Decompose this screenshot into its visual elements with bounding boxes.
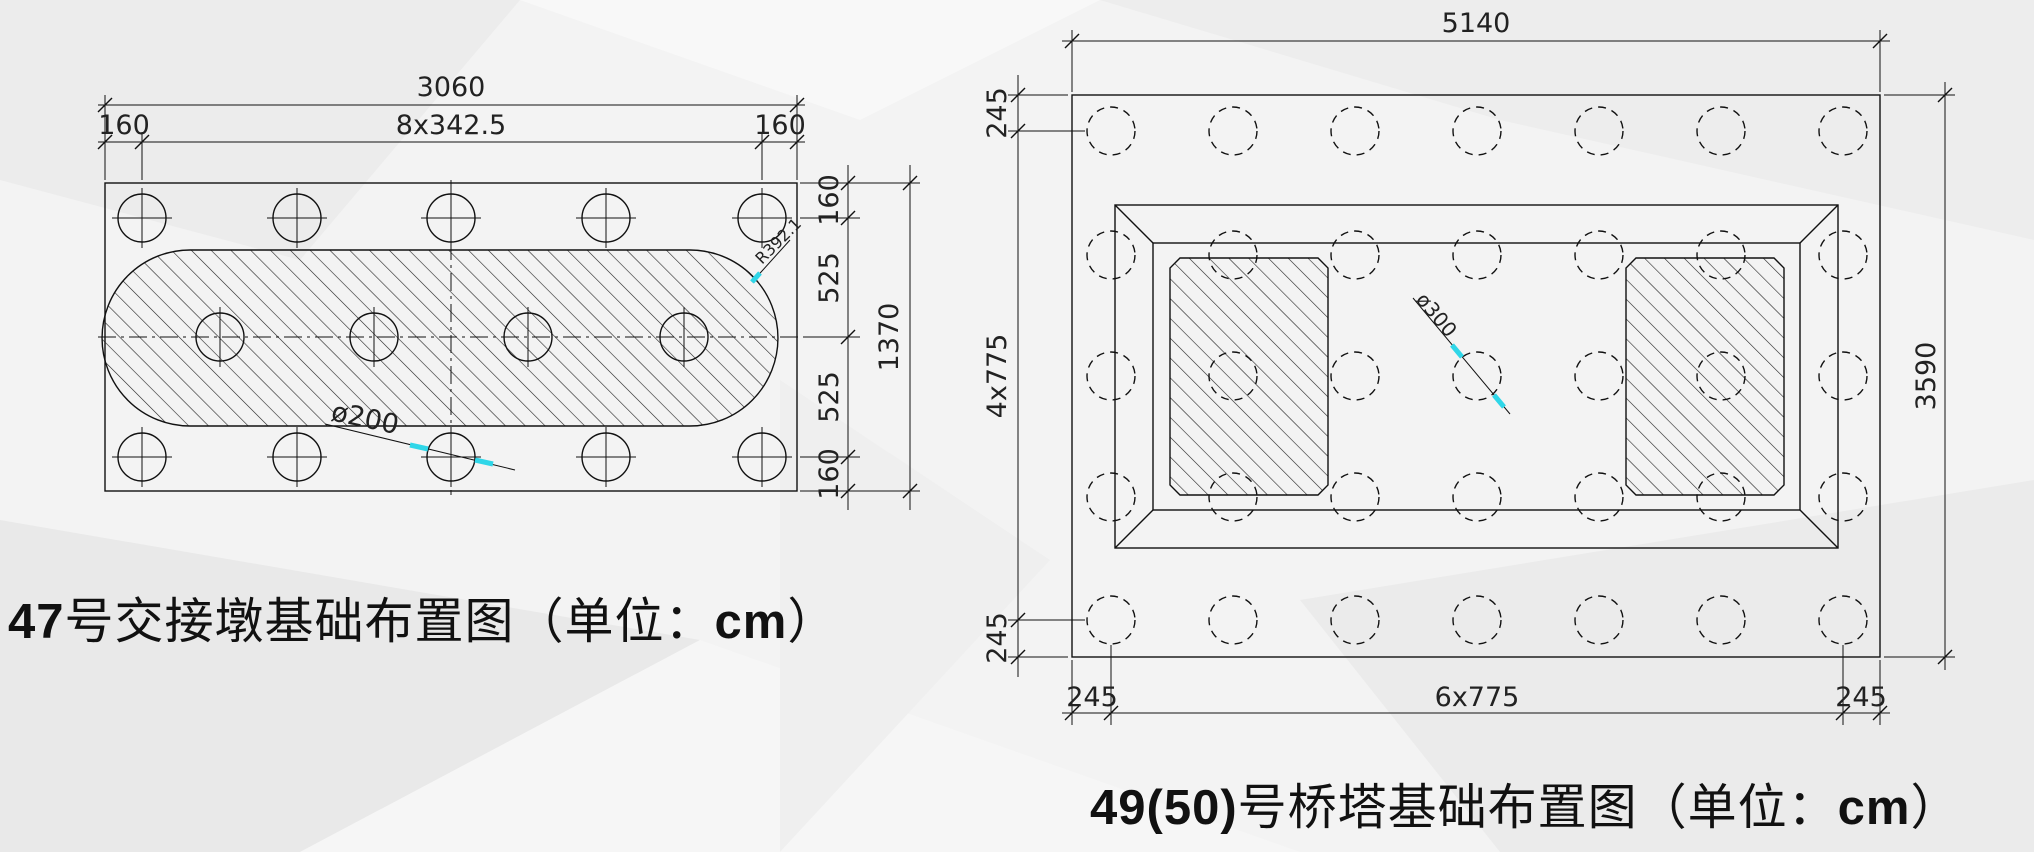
left-pier-hatch [102,250,778,426]
right-right-dimension [1884,82,1955,670]
right-tower-outer [1114,204,1839,549]
right-dim-edge-bottom: 245 [982,612,1013,664]
left-caption-unit: cm [714,595,788,649]
right-tower-leg-left-hatch [1170,258,1328,495]
right-caption: 49(50)号桥塔基础布置图（单位：cm） [1090,768,1961,839]
right-diameter-arrow-1 [1450,343,1464,359]
right-caption-prefix: 49(50) [1090,781,1238,835]
right-caption-close: ） [1910,779,1961,836]
left-dim-half-top: 525 [814,252,845,304]
left-pile-row-bottom [112,427,792,487]
left-pile-row-top [112,188,792,248]
left-radius-arrow [750,271,762,284]
right-caption-unit: cm [1837,781,1911,835]
right-tower-inner [1152,242,1801,511]
left-diameter-arrow-1 [409,442,429,452]
left-foundation-plan: 3060 8x342.5 160 160 160 525 1370 525 16… [97,72,920,510]
right-bottom-dimension [1062,645,1890,725]
left-pier-outline [101,249,779,427]
left-caption-text: 号交接墩基础布置图（单位： [64,593,715,650]
left-dim-edge-left: 160 [98,110,150,141]
right-tower-leg-left [1169,257,1329,496]
right-dim-total-width: 5140 [1442,8,1511,39]
left-caption-prefix: 47 [8,595,65,649]
left-dim-total-width: 3060 [417,72,486,103]
left-diameter-arrow-2 [474,457,494,467]
right-left-dimension [1008,75,1085,677]
right-top-dimension [1062,30,1890,92]
right-cap-outline [1071,94,1881,658]
right-dim-rows-spacing: 4x775 [982,334,1013,419]
right-diameter-label: ø300 [1411,288,1462,342]
right-foundation-plan: ø300 5140 245 4x775 245 [982,8,1955,725]
right-tower-leg-right [1625,257,1785,496]
right-pile-grid [1086,106,1868,645]
left-dim-half-bottom: 525 [814,371,845,423]
left-pile-row-middle [195,307,709,367]
left-caption-close: ） [787,593,838,650]
right-diameter-arrow-2 [1492,393,1506,409]
left-dim-edge-top: 160 [814,174,845,226]
right-tower-leg-right-hatch [1626,258,1784,495]
right-tower-chamfers [1114,204,1839,549]
right-caption-text: 号桥塔基础布置图（单位： [1237,779,1838,836]
left-dim-edge-right: 160 [754,110,806,141]
right-dim-edge-left: 245 [1066,682,1118,713]
right-dim-edge-right: 245 [1835,682,1887,713]
left-dim-total-height: 1370 [874,303,905,372]
right-dim-cols-spacing: 6x775 [1435,682,1520,713]
left-dim-pile-spacing: 8x342.5 [396,110,506,141]
right-dim-edge-top: 245 [982,87,1013,139]
right-dim-total-height: 3590 [1911,342,1942,411]
left-caption: 47号交接墩基础布置图（单位：cm） [8,582,837,653]
left-right-dimensions [800,165,920,510]
left-top-dimensions [97,95,805,180]
left-dim-edge-bottom: 160 [814,448,845,500]
